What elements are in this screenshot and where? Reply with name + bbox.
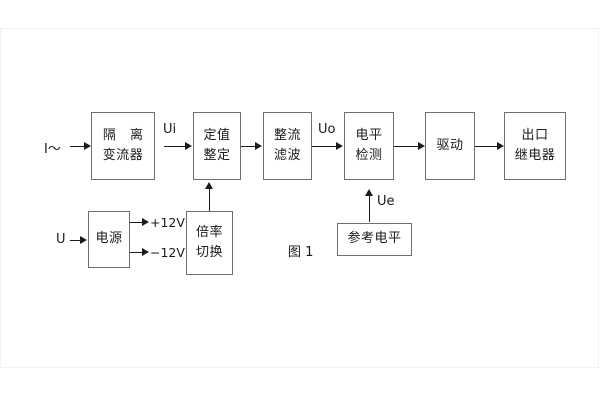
block-rectify-filter[interactable]: 整流 滤波 (263, 112, 312, 180)
connector-multiplier-to-setpoint (209, 189, 210, 211)
arrowhead-level-detect-to-drive (418, 142, 425, 150)
rail-label-positive: +12V (150, 215, 185, 230)
block-multiplier-switch-line1: 倍率 (195, 224, 223, 240)
arrowhead-drive-to-output-relay (497, 142, 504, 150)
block-drive[interactable]: 驱动 (425, 112, 475, 180)
arrowhead-isolation-to-setpoint (185, 142, 192, 150)
block-power-supply-line1: 电源 (95, 231, 123, 247)
signal-label-ui: Ui (163, 122, 177, 137)
arrowhead-multiplier-to-setpoint (205, 182, 213, 189)
block-setpoint-adjust-line1: 定值 (203, 127, 231, 143)
connector-drive-to-output-relay (475, 146, 497, 147)
block-isolation-transformer-line2: 变流器 (102, 148, 144, 163)
connector-rail-negative (130, 252, 142, 253)
arrowhead-setpoint-to-rectify (255, 142, 262, 150)
arrowhead-rail-negative (142, 248, 149, 256)
block-rectify-filter-line2: 滤波 (273, 148, 301, 163)
connector-voltage-input-dash (70, 240, 80, 241)
arrowhead-voltage-input (80, 236, 87, 244)
block-reference-level[interactable]: 参考电平 (337, 223, 412, 256)
block-level-detect-line1: 电平 (355, 127, 383, 143)
input-label-current: I～ (44, 142, 61, 157)
arrowhead-rail-positive (142, 218, 149, 226)
rail-label-negative: −12V (150, 245, 185, 260)
arrowhead-current-input (84, 142, 91, 150)
arrowhead-rectify-to-level-detect (336, 142, 343, 150)
block-multiplier-switch[interactable]: 倍率 切换 (186, 211, 233, 275)
connector-level-detect-to-drive (394, 146, 418, 147)
figure-frame (0, 28, 599, 368)
signal-label-ue: Ue (377, 194, 395, 209)
connector-isolation-to-setpoint (164, 146, 185, 147)
block-power-supply[interactable]: 电源 (88, 211, 130, 268)
block-output-relay[interactable]: 出口 继电器 (504, 112, 566, 180)
block-multiplier-switch-line2: 切换 (195, 245, 223, 260)
block-output-relay-line1: 出口 (521, 127, 549, 143)
block-isolation-transformer[interactable]: 隔 离 变流器 (91, 112, 155, 180)
block-output-relay-line2: 继电器 (514, 148, 556, 163)
figure-caption: 图 1 (288, 245, 314, 260)
connector-rail-positive (130, 222, 142, 223)
block-rectify-filter-line1: 整流 (273, 127, 301, 143)
connector-reference-to-level-detect (369, 196, 370, 222)
connector-setpoint-to-rectify (241, 146, 255, 147)
block-isolation-transformer-line1: 隔 离 (102, 127, 149, 143)
connector-rectify-to-level-detect (312, 146, 336, 147)
block-setpoint-adjust[interactable]: 定值 整定 (193, 112, 241, 180)
block-setpoint-adjust-line2: 整定 (203, 148, 231, 163)
block-reference-level-line1: 参考电平 (347, 231, 402, 247)
block-level-detect[interactable]: 电平 检测 (344, 112, 394, 180)
signal-label-uo: Uo (318, 122, 336, 137)
connector-current-input-dash (70, 146, 84, 147)
arrowhead-reference-to-level-detect (365, 189, 373, 196)
block-level-detect-line2: 检测 (355, 148, 383, 163)
block-drive-line1: 驱动 (436, 137, 464, 153)
input-label-voltage: U (56, 232, 66, 247)
